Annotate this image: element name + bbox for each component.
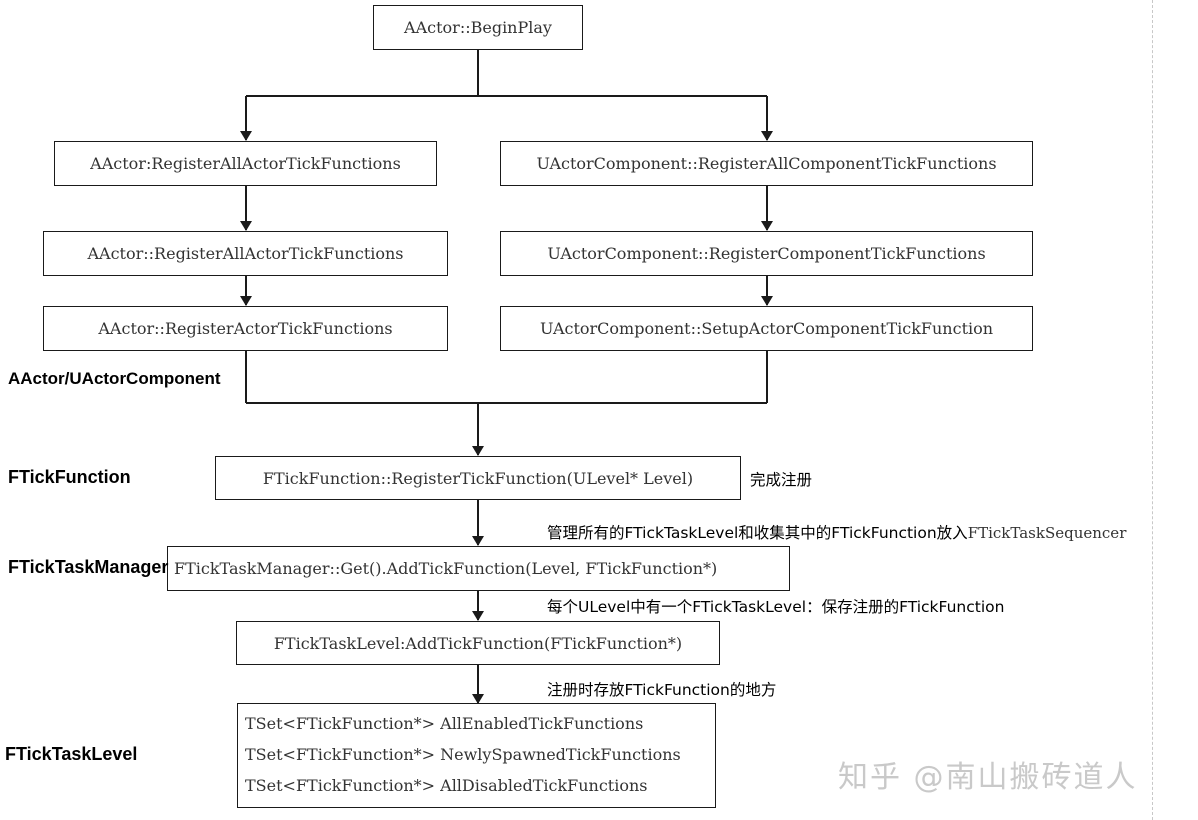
set-all-disabled: TSet<FTickFunction*> AllDisabledTickFunc… [245, 776, 648, 795]
note-manager-tail: FTickTaskSequencer [967, 524, 1127, 542]
node-component-register-all: UActorComponent::RegisterAllComponentTic… [500, 141, 1033, 186]
note-manager: 管理所有的FTickTaskLevel和收集其中的FTickFunction放入… [547, 521, 1126, 543]
label-task-manager: FTickTaskManager [8, 557, 169, 577]
node-beginplay: AActor::BeginPlay [373, 5, 583, 50]
node-manager-add-tick-function: FTickTaskManager::Get().AddTickFunction(… [167, 546, 790, 591]
note-register-done: 完成注册 [750, 471, 813, 489]
node-tick-task-level-sets: TSet<FTickFunction*> AllEnabledTickFunct… [237, 703, 716, 808]
node-actor-register-all-1: AActor:RegisterAllActorTickFunctions [54, 141, 437, 186]
set-all-enabled: TSet<FTickFunction*> AllEnabledTickFunct… [245, 714, 644, 733]
node-actor-register-all-2: AActor::RegisterAllActorTickFunctions [43, 231, 448, 276]
label-actor-component: AActor/UActorComponent [8, 369, 221, 388]
node-component-setup: UActorComponent::SetupActorComponentTick… [500, 306, 1033, 351]
node-actor-register: AActor::RegisterActorTickFunctions [43, 306, 448, 351]
note-manager-main: 管理所有的FTickTaskLevel和收集其中的FTickFunction放入 [547, 524, 968, 542]
label-task-level: FTickTaskLevel [5, 744, 138, 764]
watermark: 知乎 @南山搬砖道人 [838, 760, 1138, 795]
note-storage: 注册时存放FTickFunction的地方 [547, 681, 777, 699]
dashed-page-edge [1152, 0, 1153, 820]
node-level-add-tick-function: FTickTaskLevel:AddTickFunction(FTickFunc… [236, 621, 720, 665]
label-tick-function: FTickFunction [8, 467, 131, 487]
note-level: 每个ULevel中有一个FTickTaskLevel：保存注册的FTickFun… [547, 598, 1005, 616]
node-component-register: UActorComponent::RegisterComponentTickFu… [500, 231, 1033, 276]
set-newly-spawned: TSet<FTickFunction*> NewlySpawnedTickFun… [245, 745, 681, 764]
node-register-tick-function: FTickFunction::RegisterTickFunction(ULev… [215, 456, 741, 500]
